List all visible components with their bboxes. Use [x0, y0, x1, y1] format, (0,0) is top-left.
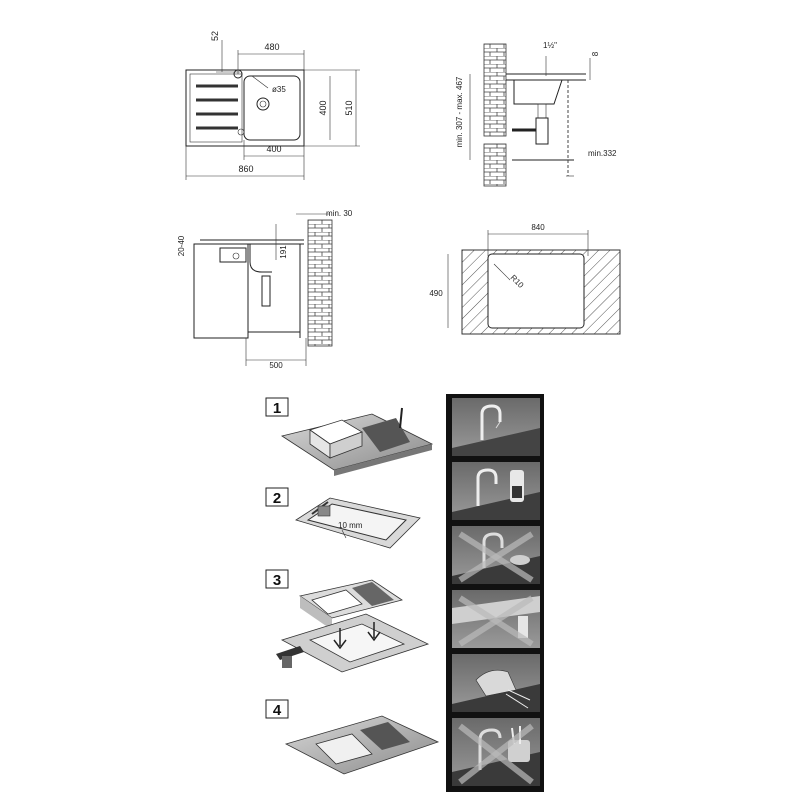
step-1: 1 — [265, 397, 434, 476]
sink-outline — [185, 69, 305, 147]
drainer-area — [189, 73, 243, 143]
step-2-number: 2 — [273, 490, 281, 507]
bowl-outline — [243, 75, 301, 141]
care-panel-4 — [452, 590, 540, 648]
dim-400-height: 400 — [318, 100, 328, 115]
installed-sink — [315, 733, 373, 765]
dim-510: 510 — [344, 100, 354, 115]
brick-wall-upper — [483, 43, 507, 137]
step-3: 3 — [265, 569, 430, 673]
care-panel-1 — [452, 398, 540, 456]
care-panel-5 — [452, 654, 540, 712]
dim-860: 860 — [238, 164, 253, 174]
dim-inch: 1½" — [543, 41, 557, 50]
cabinet-front — [193, 243, 249, 339]
brick-wall — [307, 219, 333, 347]
sink-plan-view: 480 52 ø35 400 510 400 860 — [185, 31, 360, 180]
care-panel-6 — [452, 718, 540, 786]
cutout-opening — [487, 253, 585, 329]
dim-480: 480 — [264, 42, 279, 52]
dim-191: 191 — [279, 245, 288, 259]
cabinet-section: 20-40 191 min. 30 500 — [177, 209, 353, 370]
dim-400-width: 400 — [266, 144, 281, 154]
care-panel-2 — [452, 462, 540, 520]
gap-label: 10 mm — [338, 521, 363, 530]
dim-490: 490 — [429, 289, 443, 298]
dim-max: min. 307 - max. 467 — [455, 76, 464, 147]
bowl-section — [513, 79, 563, 105]
step-4-number: 4 — [273, 702, 282, 719]
dim-20-40: 20-40 — [177, 235, 186, 256]
drain-pipe — [261, 275, 271, 307]
cutout-template: 840 R10 490 — [429, 223, 621, 335]
care-panels — [446, 394, 544, 792]
dim-500: 500 — [269, 361, 283, 370]
drainer-1 — [362, 418, 410, 452]
step-2: 2 10 mm — [265, 487, 421, 549]
step-3-number: 3 — [273, 572, 281, 589]
dim-8: 8 — [591, 51, 600, 56]
step-1-number: 1 — [273, 400, 281, 417]
drain-circle — [256, 97, 270, 111]
siphon-trap — [535, 117, 549, 145]
dim-35: ø35 — [272, 85, 286, 94]
step-4: 4 — [265, 699, 440, 775]
sink-side-section: 1½" 8 min. 307 - max. 467 min.332 — [455, 41, 617, 187]
care-panel-3 — [452, 526, 540, 584]
brick-wall-lower — [483, 143, 507, 187]
dim-min30: min. 30 — [326, 209, 353, 218]
dim-52: 52 — [210, 31, 220, 41]
dim-840: 840 — [531, 223, 545, 232]
dim-min332: min.332 — [588, 149, 617, 158]
